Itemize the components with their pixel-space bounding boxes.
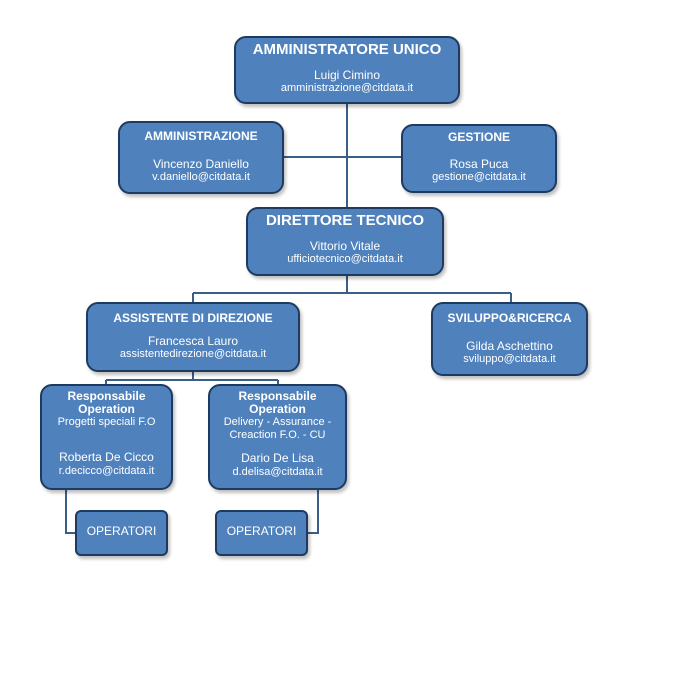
box-description-line1: Delivery - Assurance - bbox=[223, 416, 332, 428]
box-title: AMMINISTRAZIONE bbox=[144, 129, 258, 143]
box-label: OPERATORI bbox=[86, 524, 157, 538]
box-title: AMMINISTRATORE UNICO bbox=[252, 41, 442, 58]
amministrazione-box: AMMINISTRAZIONE Vincenzo Daniello v.dani… bbox=[118, 121, 284, 194]
resp-delivery-box: Responsabile Operation Delivery - Assura… bbox=[208, 384, 347, 490]
box-description-line2: Creaction F.O. - CU bbox=[229, 429, 326, 441]
box-title: DIRETTORE TECNICO bbox=[265, 212, 425, 229]
box-title-line1: Responsabile bbox=[238, 389, 317, 403]
box-title: ASSISTENTE DI DIREZIONE bbox=[113, 311, 273, 325]
amministratore-unico-box: AMMINISTRATORE UNICO Luigi Cimino ammini… bbox=[234, 36, 460, 104]
box-title: SVILUPPO&RICERCA bbox=[447, 311, 572, 325]
box-email: ufficiotecnico@citdata.it bbox=[287, 253, 403, 265]
box-name: Vincenzo Daniello bbox=[153, 157, 249, 171]
box-email: v.daniello@citdata.it bbox=[152, 171, 250, 183]
resp-progetti-speciali-box: Responsabile Operation Progetti speciali… bbox=[40, 384, 173, 490]
connector-operatori-right bbox=[307, 488, 319, 534]
box-title-line2: Operation bbox=[78, 402, 135, 416]
operatori-right-box: OPERATORI bbox=[215, 510, 308, 556]
box-name: Gilda Aschettino bbox=[466, 339, 553, 353]
connector-operatori-left bbox=[65, 488, 76, 534]
box-email: gestione@citdata.it bbox=[432, 171, 526, 183]
box-name: Luigi Cimino bbox=[313, 68, 381, 82]
box-email: d.delisa@citdata.it bbox=[232, 466, 323, 478]
box-email: r.decicco@citdata.it bbox=[58, 465, 155, 477]
box-name: Roberta De Cicco bbox=[59, 450, 154, 464]
box-email: amministrazione@citdata.it bbox=[280, 82, 414, 94]
box-title: GESTIONE bbox=[447, 130, 510, 144]
box-email: sviluppo@citdata.it bbox=[463, 353, 556, 365]
operatori-left-box: OPERATORI bbox=[75, 510, 168, 556]
box-name: Vittorio Vitale bbox=[309, 239, 381, 253]
box-email: assistentedirezione@citdata.it bbox=[119, 348, 267, 360]
box-name: Rosa Puca bbox=[449, 157, 509, 171]
sviluppo-ricerca-box: SVILUPPO&RICERCA Gilda Aschettino svilup… bbox=[431, 302, 588, 376]
assistente-direzione-box: ASSISTENTE DI DIREZIONE Francesca Lauro … bbox=[86, 302, 300, 372]
gestione-box: GESTIONE Rosa Puca gestione@citdata.it bbox=[401, 124, 557, 193]
box-name: Francesca Lauro bbox=[147, 334, 239, 348]
box-title-line1: Responsabile bbox=[67, 389, 146, 403]
box-label: OPERATORI bbox=[226, 524, 297, 538]
direttore-tecnico-box: DIRETTORE TECNICO Vittorio Vitale uffici… bbox=[246, 207, 444, 276]
box-title-line2: Operation bbox=[249, 402, 306, 416]
box-name: Dario De Lisa bbox=[241, 451, 314, 465]
box-description: Progetti speciali F.O bbox=[57, 416, 156, 428]
